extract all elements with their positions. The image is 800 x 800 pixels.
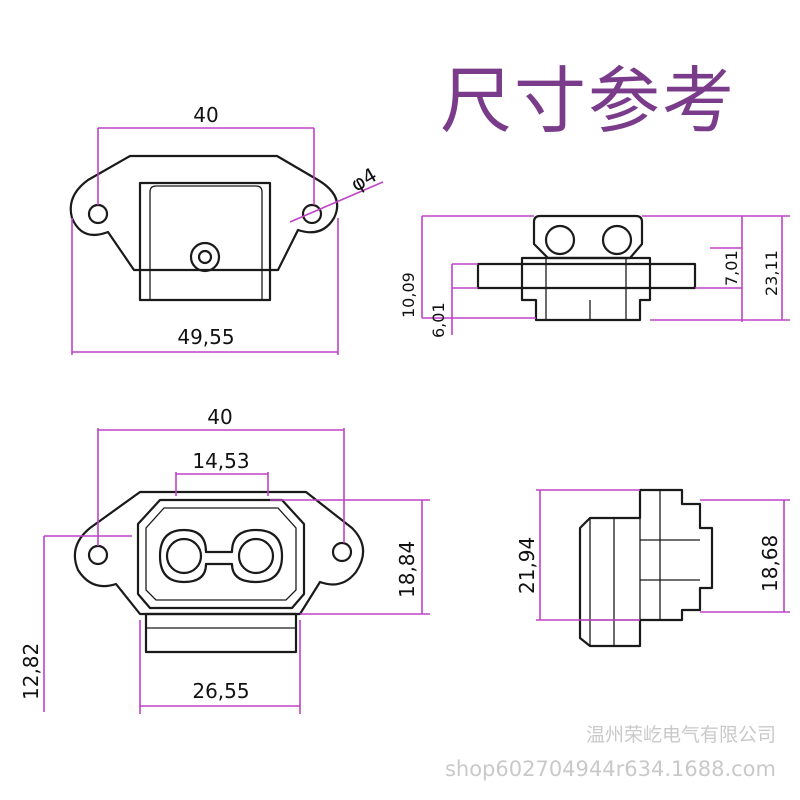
dim-bottom-inner-height: 18,68 bbox=[758, 535, 782, 592]
side-view-right: 10,09 6,01 7,01 23,11 bbox=[399, 214, 790, 338]
dim-front-height: 18,84 bbox=[395, 541, 419, 598]
dim-front-body-width: 26,55 bbox=[192, 679, 249, 703]
dim-front-hole-spacing: 40 bbox=[207, 405, 232, 429]
side-view-body bbox=[520, 256, 652, 322]
socket-cavity bbox=[158, 528, 284, 584]
front-view-socket bbox=[136, 498, 306, 610]
dim-top-hole-spacing: 40 bbox=[193, 103, 218, 127]
dim-top-overall-width: 49,55 bbox=[177, 325, 234, 349]
mount-hole-left bbox=[87, 203, 109, 225]
side-view-top-block bbox=[532, 214, 644, 260]
pin-outer bbox=[189, 241, 221, 273]
dim-side-height-total: 10,09 bbox=[399, 272, 418, 318]
dim-side-height-upper: 7,01 bbox=[722, 250, 741, 286]
front-view: 40 14,53 18,84 12,82 26,55 bbox=[19, 405, 430, 714]
mount-hole-right bbox=[301, 203, 323, 225]
dim-front-body-height: 12,82 bbox=[19, 643, 43, 700]
side-view-flange bbox=[476, 262, 697, 290]
watermark-company: 温州荣屹电气有限公司 bbox=[585, 724, 776, 746]
dim-bottom-total-height: 21,94 bbox=[515, 537, 539, 594]
page-title: 尺寸参考 bbox=[440, 59, 737, 143]
side-view-bottom: 21,94 18,68 bbox=[515, 488, 790, 648]
pin-inner bbox=[197, 249, 213, 265]
top-view-flange bbox=[69, 154, 339, 272]
watermark-shop: shop602704944r634.1688.com bbox=[444, 757, 776, 781]
front-view-flange bbox=[73, 490, 365, 616]
top-view-housing bbox=[138, 181, 272, 302]
dim-side-height-lower: 6,01 bbox=[429, 302, 448, 338]
dim-hole-diameter: φ4 bbox=[347, 163, 381, 197]
socket-hole-right bbox=[237, 537, 275, 575]
socket-hole-left bbox=[165, 537, 203, 575]
front-view-base bbox=[144, 612, 298, 654]
side-view-bottom-body bbox=[578, 488, 714, 648]
dim-side-depth-total: 23,11 bbox=[762, 250, 781, 296]
dim-front-socket-pitch: 14,53 bbox=[192, 449, 249, 473]
top-view: 40 49,55 φ4 bbox=[69, 103, 384, 355]
